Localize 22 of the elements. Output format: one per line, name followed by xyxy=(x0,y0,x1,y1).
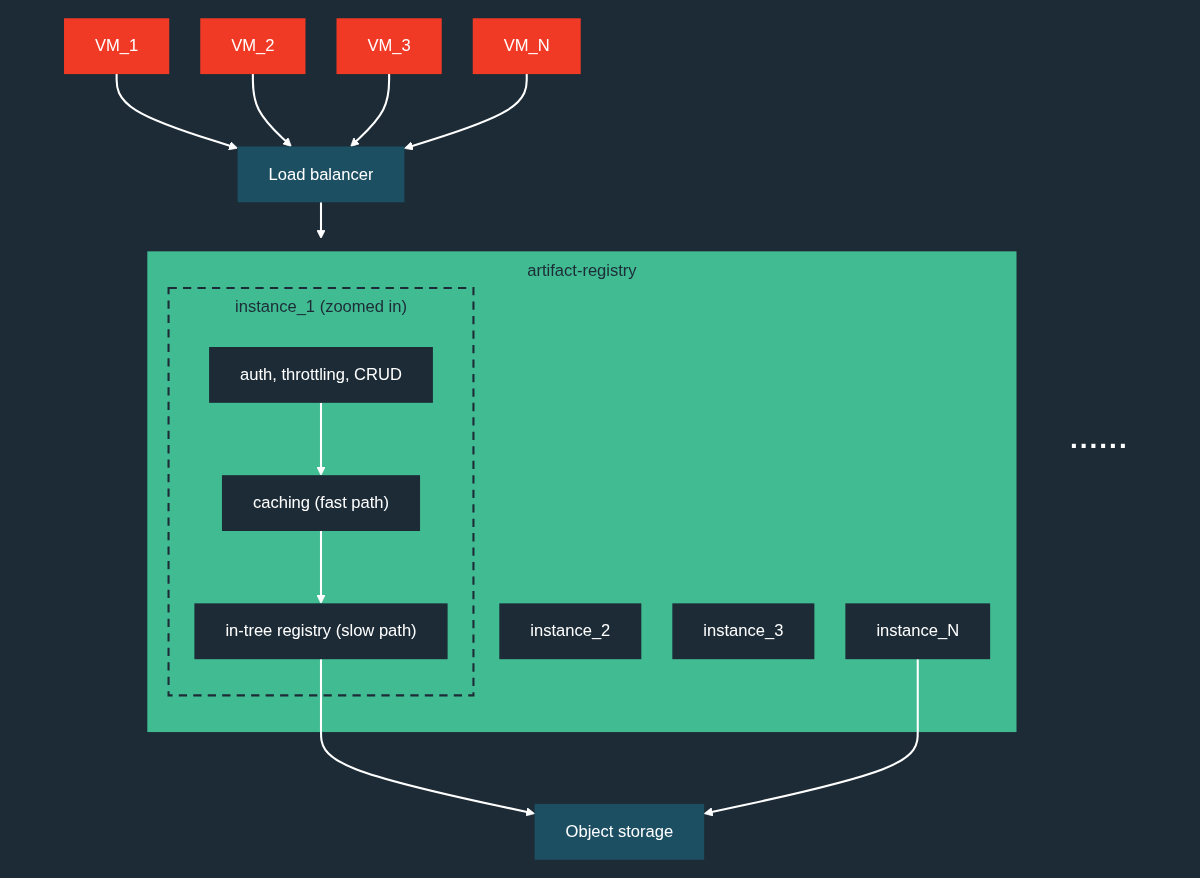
arrow xyxy=(319,659,535,817)
node-box: Load balancer xyxy=(237,146,405,203)
node-box: VM_1 xyxy=(64,18,170,75)
arrow xyxy=(316,531,326,604)
node-box: caching (fast path) xyxy=(221,475,421,531)
node-box: instance_2 xyxy=(499,603,642,660)
arrow xyxy=(316,202,326,239)
node-box: instance_N xyxy=(845,603,991,660)
arrow xyxy=(703,659,919,817)
node-box: VM_2 xyxy=(200,18,306,75)
arrow xyxy=(404,74,528,151)
arrow xyxy=(350,74,391,147)
ellipsis-text: ...... xyxy=(1070,423,1130,455)
node-box: auth, throttling, CRUD xyxy=(209,347,433,403)
node-box: Object storage xyxy=(534,803,705,860)
arrow xyxy=(115,74,238,151)
arrow xyxy=(251,74,292,147)
node-box: instance_3 xyxy=(672,603,815,660)
node-box: VM_N xyxy=(472,18,581,75)
node-box: VM_3 xyxy=(336,18,442,75)
arrow xyxy=(316,402,326,476)
node-box: in-tree registry (slow path) xyxy=(194,603,448,660)
